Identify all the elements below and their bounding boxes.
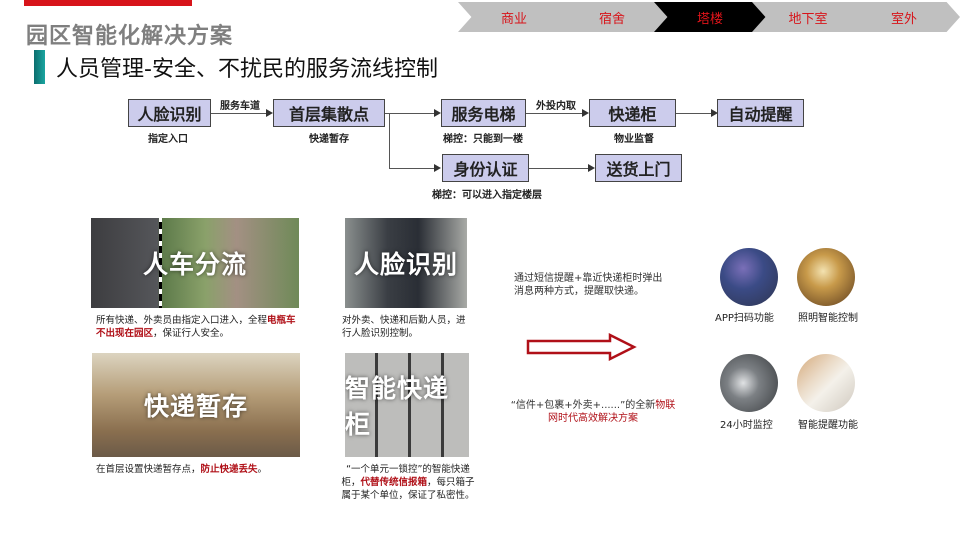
card-title-face-recognition: 人脸识别 xyxy=(353,250,458,279)
card-image-face-recognition: 人脸识别 xyxy=(345,218,467,308)
feature-label-lighting: 照明智能控制 xyxy=(798,313,858,324)
section-tabs: 商业 宿舍 塔楼 地下室 室外 xyxy=(458,2,960,32)
flow-edge xyxy=(529,168,589,169)
tab-commercial[interactable]: 商业 xyxy=(458,2,570,32)
feature-label-app-scan: APP扫码功能 xyxy=(715,313,774,324)
flow-node-locker: 快递柜 xyxy=(589,99,676,127)
card-title-parcel-storage: 快递暂存 xyxy=(143,392,248,421)
flow-edge-label-drop: 外投内取 xyxy=(536,101,576,112)
card-title-smart-locker: 智能快递柜 xyxy=(345,374,450,439)
flow-node-auto-reminder: 自动提醒 xyxy=(717,99,804,127)
card-caption-pedestrian-vehicle: 所有快递、外卖员由指定入口进入，全程电瓶车不出现在园区，保证行人安全。 xyxy=(96,315,296,339)
arrow-right-icon xyxy=(434,164,441,172)
arrow-right-icon xyxy=(266,109,273,117)
flow-edge xyxy=(385,113,435,114)
tab-outdoor[interactable]: 室外 xyxy=(848,2,960,32)
arrow-right-icon xyxy=(588,164,595,172)
tab-dormitory[interactable]: 宿舍 xyxy=(556,2,668,32)
info-solution-text: “信件+包裹+外卖+......”的全新物联网时代高效解决方案 xyxy=(510,400,676,424)
flow-note-face: 指定入口 xyxy=(148,134,188,145)
flow-edge xyxy=(389,168,435,169)
divider-dashed xyxy=(159,218,162,308)
subtitle-marker xyxy=(34,50,45,84)
feature-label-monitoring: 24小时监控 xyxy=(720,420,773,431)
feature-label-reminder: 智能提醒功能 xyxy=(798,420,858,431)
flow-edge xyxy=(526,113,582,114)
arrow-right-icon xyxy=(434,109,441,117)
reminder-icon xyxy=(797,354,855,412)
flow-note-locker: 物业监督 xyxy=(614,134,654,145)
card-title-pedestrian-vehicle: 人车分流 xyxy=(142,250,247,279)
lighting-icon xyxy=(797,248,855,306)
camera-icon xyxy=(720,354,778,412)
flow-node-face-recognition: 人脸识别 xyxy=(128,99,211,127)
page-title: 园区智能化解决方案 xyxy=(26,24,234,49)
tab-basement[interactable]: 地下室 xyxy=(752,2,864,32)
arrow-right-icon xyxy=(582,109,589,117)
tab-tower[interactable]: 塔楼 xyxy=(654,2,766,32)
flow-node-door-delivery: 送货上门 xyxy=(595,154,682,182)
flow-edge xyxy=(211,113,267,114)
app-scan-icon xyxy=(720,248,778,306)
flow-node-service-elevator: 服务电梯 xyxy=(441,99,526,127)
flow-note-id-auth: 梯控：可以进入指定楼层 xyxy=(432,190,542,201)
card-caption-face-recognition: 对外卖、快递和后勤人员，进行人脸识别控制。 xyxy=(342,315,466,339)
card-caption-smart-locker: “一个单元一锁控”的智能快递柜，代替传统信报箱，每只箱子属于某个单位，保证了私密… xyxy=(341,464,475,501)
flow-edge-label-lane: 服务车道 xyxy=(220,101,260,112)
card-caption-parcel-storage: 在首层设置快递暂存点，防止快递丢失。 xyxy=(96,464,268,475)
card-image-pedestrian-vehicle: 人车分流 xyxy=(91,218,299,308)
arrow-right-icon xyxy=(711,109,718,117)
flow-edge xyxy=(676,113,712,114)
page-subtitle: 人员管理-安全、不扰民的服务流线控制 xyxy=(56,57,438,82)
flow-node-id-auth: 身份认证 xyxy=(442,154,529,182)
info-reminder-text: 通过短信提醒+靠近快递柜时弹出消息两种方式，提醒取快递。 xyxy=(514,273,663,297)
flow-note-hub: 快递暂存 xyxy=(309,134,349,145)
header-accent-bar xyxy=(24,0,192,6)
flow-note-elevator: 梯控：只能到一楼 xyxy=(443,134,523,145)
card-image-parcel-storage: 快递暂存 xyxy=(92,353,300,457)
card-image-smart-locker: 智能快递柜 xyxy=(345,353,469,457)
flow-edge xyxy=(389,113,390,169)
big-arrow-right-icon xyxy=(526,333,637,361)
flow-node-hub: 首层集散点 xyxy=(273,99,385,127)
